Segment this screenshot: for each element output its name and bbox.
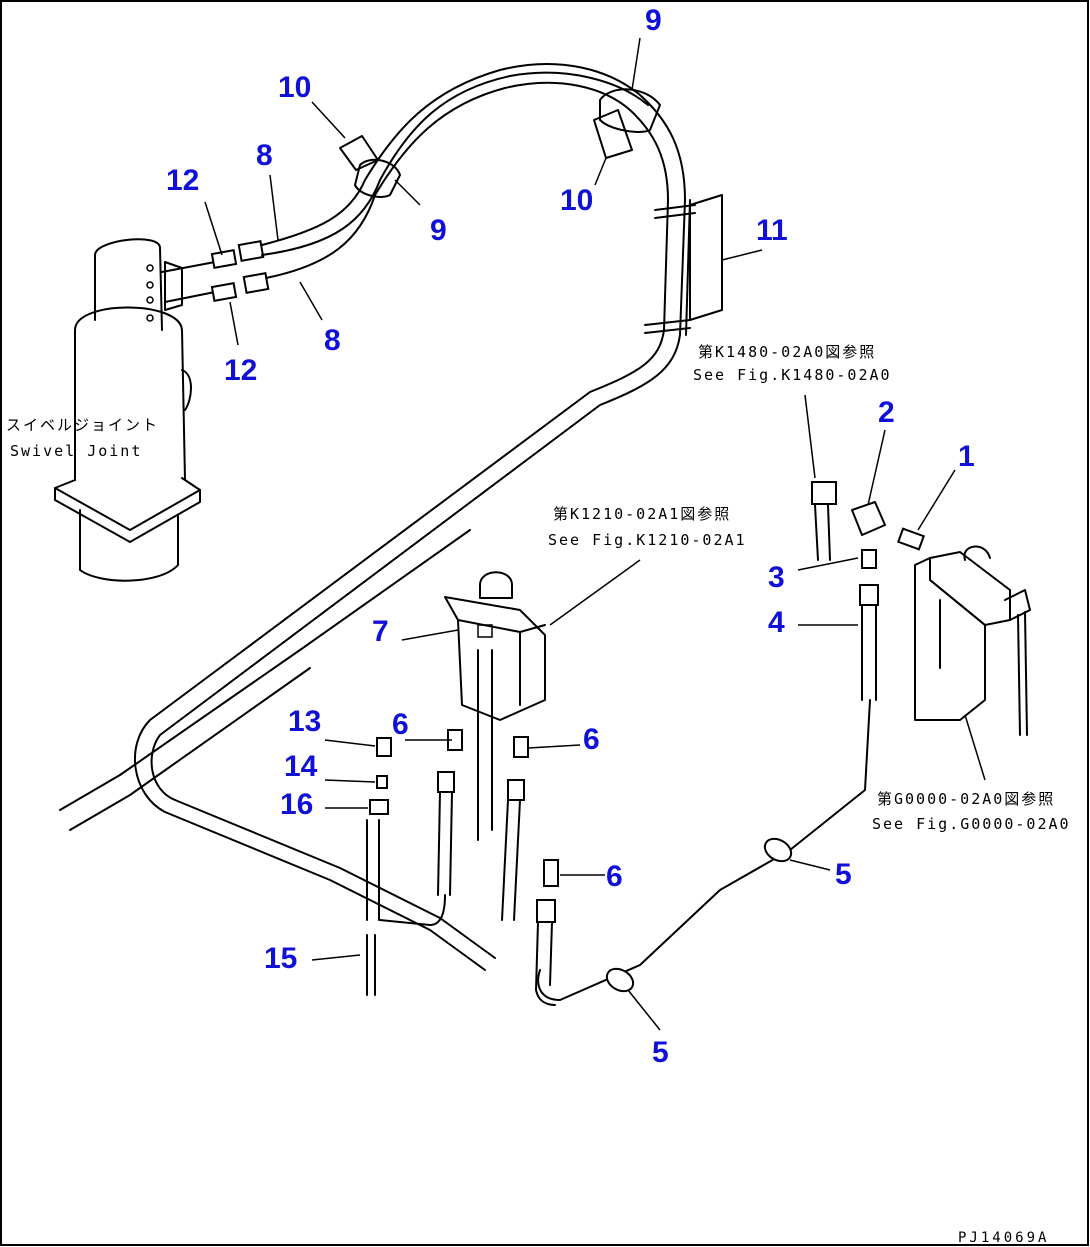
callout-4: 4 (768, 606, 785, 639)
tag-10-right (593, 109, 633, 159)
callout-5-upper: 5 (835, 858, 852, 891)
callout-16: 16 (280, 788, 313, 821)
clamp-5-upper (763, 837, 793, 863)
part-14 (376, 775, 388, 789)
callout-6-left: 6 (392, 708, 409, 741)
callout-10-right: 10 (560, 184, 593, 217)
callout-13: 13 (288, 705, 321, 738)
callout-14: 14 (284, 750, 318, 783)
fitting-6-left (379, 729, 463, 926)
callout-15: 15 (264, 942, 297, 975)
ref-k1210-en: See Fig.K1210-02A1 (548, 531, 747, 549)
leader-lines (204, 37, 986, 1031)
part-2 (851, 501, 886, 536)
ref-k1210-jp: 第K1210-02A1図参照 (553, 505, 731, 523)
callout-2: 2 (878, 396, 895, 429)
part-1 (896, 527, 926, 551)
tag-10-left (339, 135, 379, 171)
swivel-label-jp: スイベルジョイント (6, 416, 159, 434)
ref-k1480-jp: 第K1480-02A0図参照 (698, 343, 876, 361)
callout-12-lower: 12 (224, 354, 257, 387)
filter-assembly (914, 545, 1031, 736)
callout-5-lower: 5 (652, 1036, 669, 1069)
callout-9-top: 9 (645, 4, 662, 37)
callout-11: 11 (756, 214, 788, 247)
tag-11 (689, 194, 723, 321)
ref-k1480-en: See Fig.K1480-02A0 (693, 366, 892, 384)
part-13 (376, 737, 392, 757)
callout-6-mid: 6 (583, 723, 600, 756)
fitting-6-lower (535, 859, 559, 1006)
swivel-joint (54, 238, 201, 582)
callout-8-upper: 8 (256, 139, 273, 172)
drawing-code: PJ14069A (958, 1230, 1049, 1246)
fitting-6-mid (501, 736, 529, 921)
ref-g0000-jp: 第G0000-02A0図参照 (877, 790, 1055, 808)
part-16 (369, 799, 389, 815)
callout-1: 1 (958, 440, 975, 473)
callout-3: 3 (768, 561, 785, 594)
fitting-12-upper (161, 240, 265, 273)
main-hose-bundle (59, 63, 696, 971)
callout-8-lower: 8 (324, 324, 341, 357)
callout-7: 7 (372, 615, 389, 648)
tube-15 (366, 819, 380, 996)
ref-g0000-en: See Fig.G0000-02A0 (872, 815, 1071, 833)
callout-6-lower: 6 (606, 860, 623, 893)
pipe-k1480 (811, 481, 837, 561)
hose-4 (537, 584, 879, 1001)
callout-10-left: 10 (278, 71, 311, 104)
swivel-label-en: Swivel Joint (10, 442, 142, 460)
clamp-5-lower (605, 967, 635, 993)
callout-12-upper: 12 (166, 164, 199, 197)
callout-9-left: 9 (430, 214, 447, 247)
tank-7 (444, 571, 546, 841)
part-3 (861, 549, 877, 569)
fitting-12-lower (164, 272, 270, 303)
